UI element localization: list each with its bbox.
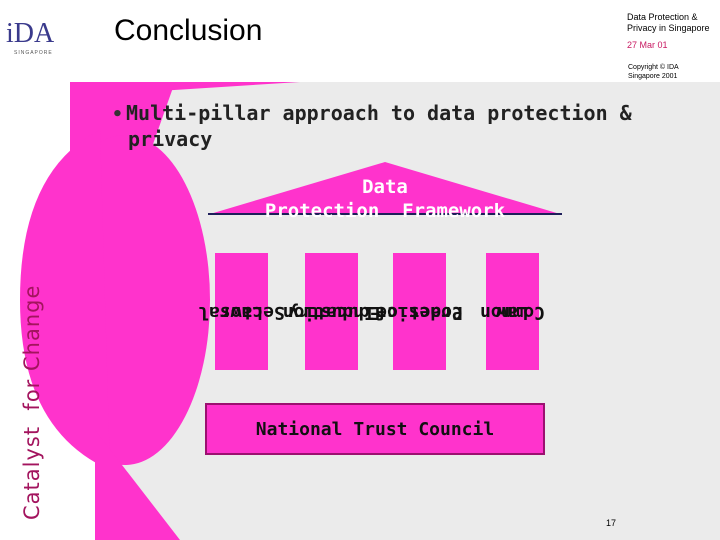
copyright-line-2: Singapore 2001 <box>628 73 678 80</box>
bullet-dot-icon: • <box>112 104 123 125</box>
bullet-line-2: privacy <box>128 127 213 151</box>
magenta-swoop-bottom <box>95 430 180 540</box>
logo-subtitle: SINGAPORE <box>14 50 53 56</box>
magenta-arc <box>20 130 110 470</box>
slide-date: 27 Mar 01 <box>627 40 668 50</box>
tagline-catalyst-for-change: Catalyst for Change <box>20 284 44 520</box>
topic-line-2: Privacy in Singapore <box>627 23 710 33</box>
page-number: 17 <box>606 518 617 528</box>
roof-line-1: Data <box>362 176 408 198</box>
copyright-line-1: Copyright © IDA <box>628 64 679 71</box>
topic-label: Data Protection & Privacy in Singapore <box>627 12 720 34</box>
bullet-point: •Multi-pillar approach to data protectio… <box>112 101 672 151</box>
roof-triangle <box>210 162 560 214</box>
topic-line-1: Data Protection & <box>627 12 698 22</box>
copyright-notice: Copyright © IDA Singapore 2001 <box>628 63 708 81</box>
logo-mark: iDA <box>6 18 55 49</box>
bullet-line-1: Multi-pillar approach to data protection… <box>126 101 632 125</box>
slide-title: Conclusion <box>114 14 263 47</box>
foundation-national-trust-council: National Trust Council <box>205 403 545 455</box>
roof-line-2: Protection Framework <box>264 200 506 222</box>
framework-roof-label: Data Protection Framework <box>230 175 540 223</box>
ida-logo: iDA SINGAPORE <box>6 20 64 60</box>
